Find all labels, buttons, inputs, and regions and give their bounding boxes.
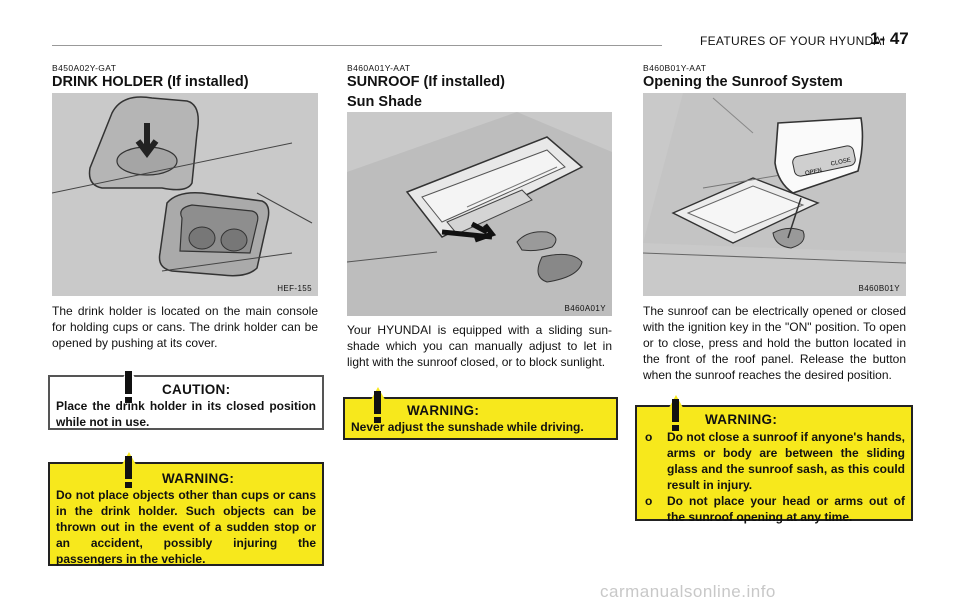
sunroof-opening-title: Opening the Sunroof System [643,74,843,90]
bullet-marker: o [645,494,653,508]
sunroof-warning-heading: WARNING: [705,412,778,427]
exclamation-triangle-icon [108,452,150,490]
sun-shade-description: Your HYUNDAI is equipped with a sliding … [347,323,612,369]
page-number: 1- 47 [870,29,909,48]
sunroof-warning-item-text: Do not close a sunroof if anyone's hands… [667,430,905,492]
exclamation-triangle-icon [108,367,150,405]
exclamation-triangle-icon [357,387,399,425]
open-switch-label: OPEN [805,168,823,177]
drink-holder-title: DRINK HOLDER (If installed) [52,74,249,90]
sun-shade-warning-text: Never adjust the sunshade while driving. [351,420,584,434]
sunroof-opening-code: B460B01Y-AAT [643,63,707,73]
sunroof-warning-box: WARNING: o Do not close a sunroof if anyo… [635,395,913,524]
sunroof-warning-item: o Do not place your head or arms out of t… [645,493,905,525]
close-switch-label: CLOSE [830,157,851,167]
caution-heading: CAUTION: [162,382,231,397]
sun-shade-subtitle: Sun Shade [347,94,422,110]
sun-shade-figure-label: B460A01Y [564,304,606,313]
bullet-marker: o [645,430,653,444]
sun-shade-warning-box: WARNING: Never adjust the sunshade while… [343,387,618,440]
watermark: carmanualsonline.info [600,582,776,601]
drink-holder-figure-label: HEF-155 [277,284,312,293]
exclamation-triangle-icon [655,395,697,433]
caution-text: Place the drink holder in its closed pos… [56,399,316,429]
header-rule [52,45,662,46]
sunroof-warning-item: o Do not close a sunroof if anyone's hand… [645,429,905,493]
drink-holder-warning-box: WARNING: Do not place objects other than… [48,452,324,566]
sunroof-title: SUNROOF (If installed) [347,74,505,90]
sunroof-opening-description: The sunroof can be electrically opened o… [643,304,906,382]
drink-holder-illustration: HEF-155 [52,93,318,296]
sunshade-code: B460A01Y-AAT [347,63,411,73]
drink-holder-warning-heading: WARNING: [162,471,235,486]
sunroof-switch-illustration: OPEN CLOSE B460B01Y [643,93,906,296]
sun-shade-illustration: B460A01Y [347,112,612,316]
sunroof-warning-item-text: Do not place your head or arms out of th… [667,494,905,524]
drink-holder-description: The drink holder is located on the main … [52,304,318,350]
sunroof-switch-figure-label: B460B01Y [858,284,900,293]
drink-holder-code: B450A02Y-GAT [52,63,117,73]
sun-shade-warning-heading: WARNING: [407,403,480,418]
caution-box: CAUTION: Place the drink holder in its c… [48,367,324,430]
sunroof-warning-list: o Do not close a sunroof if anyone's hand… [645,429,905,525]
drink-holder-warning-text: Do not place objects other than cups or … [56,488,316,566]
header-section-title: FEATURES OF YOUR HYUNDAI [700,34,886,48]
